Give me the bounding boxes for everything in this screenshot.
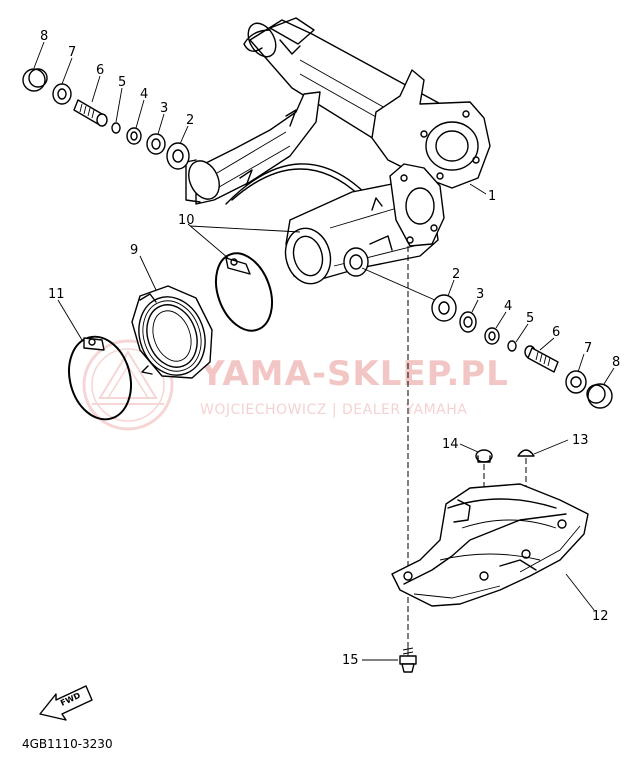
bearing-right [431, 294, 457, 322]
callout-8-right: 8 [612, 355, 620, 370]
callout-5-left: 5 [118, 75, 126, 90]
bearing-left [166, 142, 190, 170]
callout-8-left: 8 [40, 29, 48, 44]
callout-9: 9 [130, 243, 138, 258]
left-bearing-stack [22, 68, 190, 170]
callout-2-left: 2 [186, 113, 194, 128]
callout-1: 1 [488, 189, 496, 204]
right-bearing-stack [361, 267, 613, 409]
fwd-arrow: FWD [39, 685, 93, 721]
callout-6-right: 6 [552, 325, 560, 340]
guard-12 [391, 483, 589, 607]
watermark-title: YAMA-SKLEP.PL [199, 354, 509, 394]
callout-7-right: 7 [584, 341, 592, 356]
circlip-left [111, 122, 121, 134]
nut-left [52, 83, 72, 105]
seal-left [146, 133, 166, 155]
pivot-shaft-left [73, 99, 108, 127]
callouts: 8 7 6 5 4 3 2 1 2 3 4 5 6 7 8 9 10 11 12… [40, 29, 620, 668]
callout-5-right: 5 [526, 311, 534, 326]
diagram-code: 4GB1110-3230 [22, 737, 113, 751]
callout-11: 11 [48, 287, 65, 302]
swingarm [185, 17, 491, 285]
boot-9 [131, 285, 213, 379]
washer-left [126, 127, 142, 145]
leader-lines [33, 41, 615, 661]
cap-left [22, 68, 46, 92]
callout-6-left: 6 [96, 63, 104, 78]
callout-10: 10 [178, 213, 195, 228]
callout-14: 14 [442, 437, 459, 452]
callout-3-right: 3 [476, 287, 484, 302]
callout-4-right: 4 [504, 299, 512, 314]
callout-12: 12 [592, 609, 609, 624]
washer-right [484, 327, 500, 345]
callout-3-left: 3 [160, 101, 168, 116]
callout-13: 13 [572, 433, 589, 448]
callout-2-right: 2 [452, 267, 460, 282]
circlip-right [507, 340, 517, 352]
callout-15: 15 [342, 653, 359, 668]
clamp-11 [68, 335, 132, 421]
clamp-10 [214, 252, 274, 332]
callout-4-left: 4 [140, 87, 148, 102]
pivot-shaft-right [524, 345, 559, 373]
callout-7-left: 7 [68, 45, 76, 60]
watermark-subtitle: WOJCIECHOWICZ | DEALER YAMAHA [200, 402, 467, 418]
seal-right [459, 311, 477, 333]
cap-right [587, 383, 613, 409]
nut-right [565, 370, 587, 394]
bolt-15 [399, 246, 417, 673]
